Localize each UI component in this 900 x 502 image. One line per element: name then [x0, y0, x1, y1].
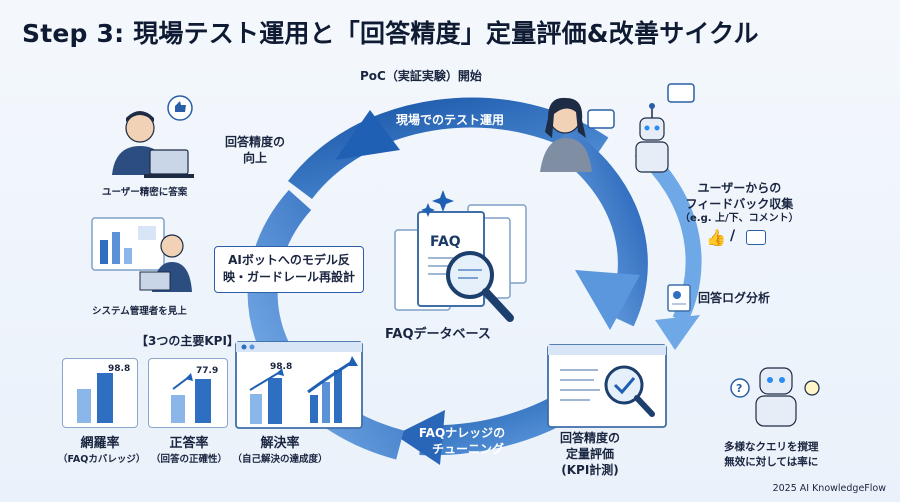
- svg-text:?: ?: [736, 382, 742, 395]
- kpi-resolution-caption: 解決率 （自己解決の達成度）: [232, 432, 328, 465]
- evaluation-label: 回答精度の 定量評価 (KPI計測): [560, 430, 620, 479]
- evaluation-line1: 回答精度の: [560, 431, 621, 445]
- kpi-coverage-chart: [77, 373, 113, 423]
- feedback-line1: ユーザーからの: [697, 181, 782, 195]
- feedback-line3: （e.g. 上/下、コメント）: [680, 213, 799, 225]
- model-redesign-box: AIボットへのモデル反 映・ガードレール再設計: [214, 246, 365, 293]
- robot-caption: 多様なクエリを撹理 無效に対しては率に: [724, 440, 819, 469]
- kpi-accuracy-sub: （回答の正確性）: [150, 454, 227, 465]
- kpi-coverage-bar-1: [77, 389, 91, 423]
- poc-label: PoC（実証実験）開始: [360, 69, 482, 83]
- kpi-coverage-title: 網羅率: [80, 436, 120, 451]
- cycle-arrowhead-top: [335, 110, 400, 160]
- user-robot-chat-illustration: [540, 83, 695, 173]
- footer-credit: 2025 AI KnowledgeFlow: [772, 483, 886, 494]
- page-title: Step 3: 現場テスト運用と「回答精度」定量評価&改善サイクル: [22, 19, 759, 48]
- kpi-resolution-bar-2: [268, 378, 282, 424]
- cycle-arrowhead-right: [575, 270, 640, 330]
- model-redesign-line2: 映・ガードレール再設計: [223, 270, 356, 285]
- kpi-header: 【3つの主要KPI】: [136, 334, 239, 348]
- kpi-accuracy-title: 正答率: [169, 436, 209, 451]
- log-analysis-label: 回答ログ分析: [698, 291, 771, 305]
- accuracy-improve-line2: 向上: [243, 151, 268, 166]
- robot-caption-line2: 無效に対しては率に: [724, 455, 819, 468]
- person-laptop-illustration: [112, 95, 194, 178]
- kpi-resolution-chart: [244, 360, 304, 426]
- admin-dashboard-illustration: [91, 217, 192, 292]
- kpi-resolution-value: 98.8: [270, 362, 293, 372]
- cycle-arrowhead-bottom: [395, 410, 445, 465]
- kpi-coverage-sub: （FAQカバレッジ）: [58, 454, 146, 465]
- question-bubble-icon: [730, 378, 750, 398]
- feedback-line2: フィードバック収集: [685, 197, 794, 212]
- faq-database-illustration: FAQ: [394, 190, 527, 322]
- accuracy-improve-line1: 回答精度の: [225, 135, 286, 149]
- accuracy-improve-label: 回答精度の 向上: [225, 134, 285, 166]
- evaluation-window-illustration: [547, 344, 667, 428]
- feedback-label: ユーザーからの フィードバック収集 （e.g. 上/下、コメント）: [680, 180, 799, 226]
- kpi-card-coverage: [62, 358, 138, 428]
- person1-caption: ユーザー精密に答案: [102, 187, 188, 198]
- kpi-resolution-sub: （自己解決の達成度）: [232, 454, 328, 465]
- magnifier-icon: [446, 251, 494, 299]
- faq-doc-label: FAQ: [430, 234, 461, 250]
- evaluation-line2: 定量評価: [566, 447, 615, 462]
- log-document-icon: [667, 284, 691, 312]
- comment-icon: [746, 230, 766, 245]
- arrow-top-label: 現場でのテスト運用: [396, 112, 504, 127]
- kpi-coverage-bar-2: [97, 373, 113, 423]
- kpi-resolution-bar-1: [250, 394, 262, 424]
- sparkle-icon: [432, 190, 454, 212]
- robot-caption-line1: 多様なクエリを撹理: [724, 441, 819, 453]
- kpi-accuracy-bar-2: [195, 379, 211, 423]
- evaluation-line3: (KPI計測): [561, 463, 619, 478]
- kpi-coverage-value: 98.8: [108, 364, 131, 374]
- robot-query-illustration: ?: [730, 367, 820, 427]
- model-redesign-line1: AIボットへのモデル反: [228, 253, 350, 267]
- chat-bubble-icon: [587, 109, 615, 129]
- feedback-slash: /: [730, 228, 736, 244]
- kpi-accuracy-bar-1: [171, 395, 185, 423]
- kpi-card-accuracy: [148, 358, 228, 428]
- kpi-accuracy-chart: [171, 373, 211, 423]
- kpi-accuracy-value: 77.9: [196, 366, 219, 376]
- kpi-coverage-caption: 網羅率 （FAQカバレッジ）: [58, 432, 146, 465]
- person2-caption: システム管理者を見上: [92, 306, 187, 317]
- thumbs-up-icon: 👍: [706, 228, 726, 247]
- kpi-accuracy-caption: 正答率 （回答の正確性）: [146, 432, 232, 465]
- cycle-arrowhead-outer-right: [655, 315, 700, 350]
- kpi-chart-window: [235, 341, 363, 429]
- kpi-resolution-title: 解決率: [260, 436, 300, 451]
- faq-database-label: FAQデータベース: [385, 327, 491, 342]
- arrow-bottom-label-1: FAQナレッジの: [419, 426, 505, 440]
- arrow-bottom-label-2: チューニング: [432, 441, 504, 456]
- lightbulb-icon: [804, 380, 820, 396]
